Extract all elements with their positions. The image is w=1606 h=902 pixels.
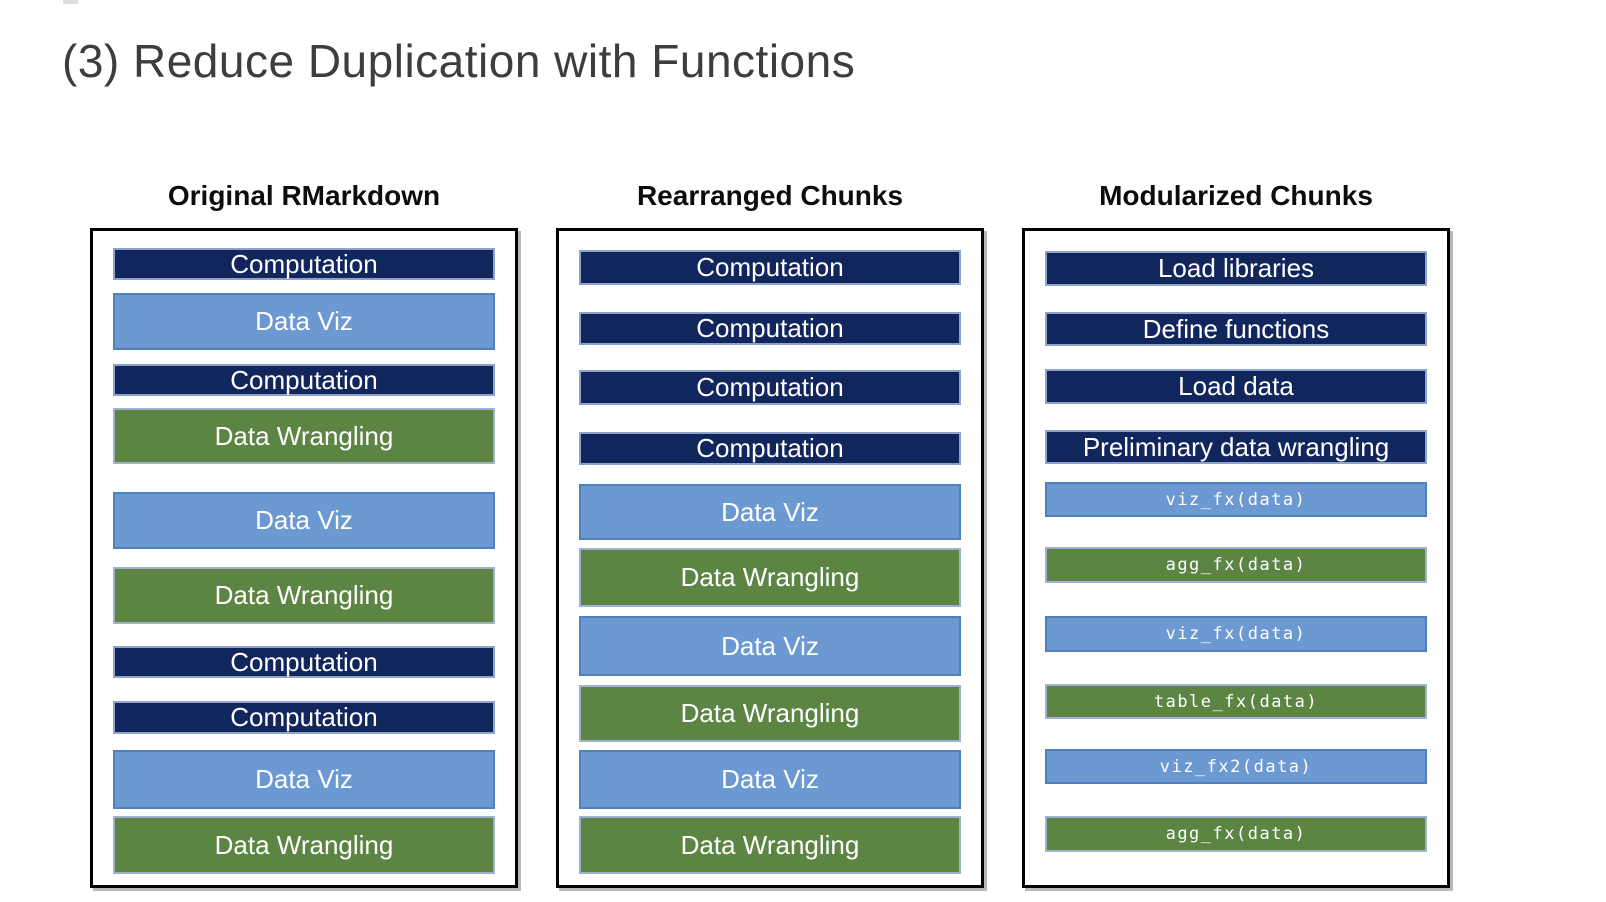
chunk-label: Data Wrangling bbox=[214, 420, 394, 451]
chunk-label: Define functions bbox=[1142, 313, 1330, 344]
chunk-block: Computation bbox=[113, 646, 495, 678]
chunk-label: Data Viz bbox=[255, 764, 353, 794]
chunk-block: viz_fx(data) bbox=[1045, 616, 1427, 652]
chunk-label: Load libraries bbox=[1157, 253, 1315, 283]
chunk-label: Computation bbox=[696, 433, 844, 463]
column-2: Rearranged Chunks Computation Computatio… bbox=[556, 176, 984, 888]
top-edge-artifact bbox=[63, 0, 78, 4]
chunk-label: agg_fx(data) bbox=[1165, 824, 1307, 844]
chunk-block: Data Wrangling bbox=[113, 408, 495, 464]
chunk-block: Computation bbox=[113, 248, 495, 280]
chunk-label: Data Wrangling bbox=[680, 829, 860, 860]
chunk-label: Computation bbox=[696, 252, 844, 282]
chunk-label: Data Wrangling bbox=[214, 580, 394, 610]
chunk-block: Computation bbox=[579, 250, 961, 285]
chunk-block: Define functions bbox=[1045, 312, 1427, 346]
chunk-block: Data Wrangling bbox=[579, 548, 961, 607]
chunk-block: Computation bbox=[579, 370, 961, 405]
chunk-label: Computation bbox=[230, 702, 378, 732]
chunk-block: Data Wrangling bbox=[113, 567, 495, 624]
chunk-block: Preliminary data wrangling bbox=[1045, 430, 1427, 464]
chunk-block: viz_fx2(data) bbox=[1045, 749, 1427, 784]
chunk-box: Load libraries Define functions Load dat… bbox=[1022, 228, 1450, 888]
chunk-block: Data Wrangling bbox=[113, 816, 495, 874]
chunk-box: Computation Data Viz Computation Data Wr… bbox=[90, 228, 518, 888]
chunk-block: agg_fx(data) bbox=[1045, 816, 1427, 852]
chunk-block: Data Viz bbox=[113, 492, 495, 549]
chunk-label: viz_fx(data) bbox=[1165, 624, 1307, 644]
chunk-block: Load libraries bbox=[1045, 251, 1427, 286]
chunk-label: Load data bbox=[1178, 371, 1294, 401]
column-header: Modularized Chunks bbox=[1099, 180, 1373, 211]
chunk-block: Load data bbox=[1045, 369, 1427, 404]
chunk-box: Computation Computation Computation Comp… bbox=[556, 228, 984, 888]
chunk-block: Data Viz bbox=[579, 750, 961, 809]
chunk-label: Computation bbox=[696, 372, 844, 402]
chunk-label: Computation bbox=[230, 248, 378, 279]
chunk-label: Data Wrangling bbox=[680, 698, 860, 728]
chunk-label: Computation bbox=[696, 313, 844, 343]
slide-title: (3) Reduce Duplication with Functions bbox=[62, 35, 856, 87]
column-1: Original RMarkdown Computation Data Viz … bbox=[90, 176, 518, 888]
column-3: Modularized Chunks Load libraries Define… bbox=[1022, 176, 1450, 888]
chunk-block: Computation bbox=[579, 312, 961, 345]
chunk-block: table_fx(data) bbox=[1045, 684, 1427, 719]
chunk-label: Data Viz bbox=[721, 764, 819, 794]
chunk-label: agg_fx(data) bbox=[1165, 555, 1307, 575]
chunk-label: viz_fx2(data) bbox=[1159, 756, 1313, 777]
chunk-block: Data Viz bbox=[113, 293, 495, 350]
column-header: Original RMarkdown bbox=[167, 180, 441, 211]
chunk-label: Computation bbox=[230, 364, 378, 395]
chunk-block: Computation bbox=[579, 432, 961, 465]
chunk-label: table_fx(data) bbox=[1153, 691, 1319, 712]
chunk-label: Data Viz bbox=[255, 306, 353, 336]
chunk-block: Data Viz bbox=[113, 750, 495, 809]
chunk-label: viz_fx(data) bbox=[1165, 489, 1307, 510]
chunk-block: Computation bbox=[113, 364, 495, 396]
chunk-block: viz_fx(data) bbox=[1045, 482, 1427, 517]
chunk-label: Data Wrangling bbox=[680, 562, 860, 592]
chunk-block: Data Viz bbox=[579, 484, 961, 540]
chunk-block: Data Wrangling bbox=[579, 816, 961, 874]
chunk-block: agg_fx(data) bbox=[1045, 547, 1427, 583]
chunk-block: Computation bbox=[113, 701, 495, 734]
column-header: Rearranged Chunks bbox=[636, 180, 904, 211]
chunk-label: Data Viz bbox=[721, 496, 819, 527]
chunk-label: Data Viz bbox=[721, 630, 819, 661]
chunk-label: Preliminary data wrangling bbox=[1082, 431, 1390, 462]
chunk-block: Data Viz bbox=[579, 616, 961, 676]
chunk-label: Data Wrangling bbox=[214, 829, 394, 860]
chunk-label: Data Viz bbox=[255, 505, 353, 535]
chunk-label: Computation bbox=[230, 646, 378, 677]
chunk-block: Data Wrangling bbox=[579, 685, 961, 742]
